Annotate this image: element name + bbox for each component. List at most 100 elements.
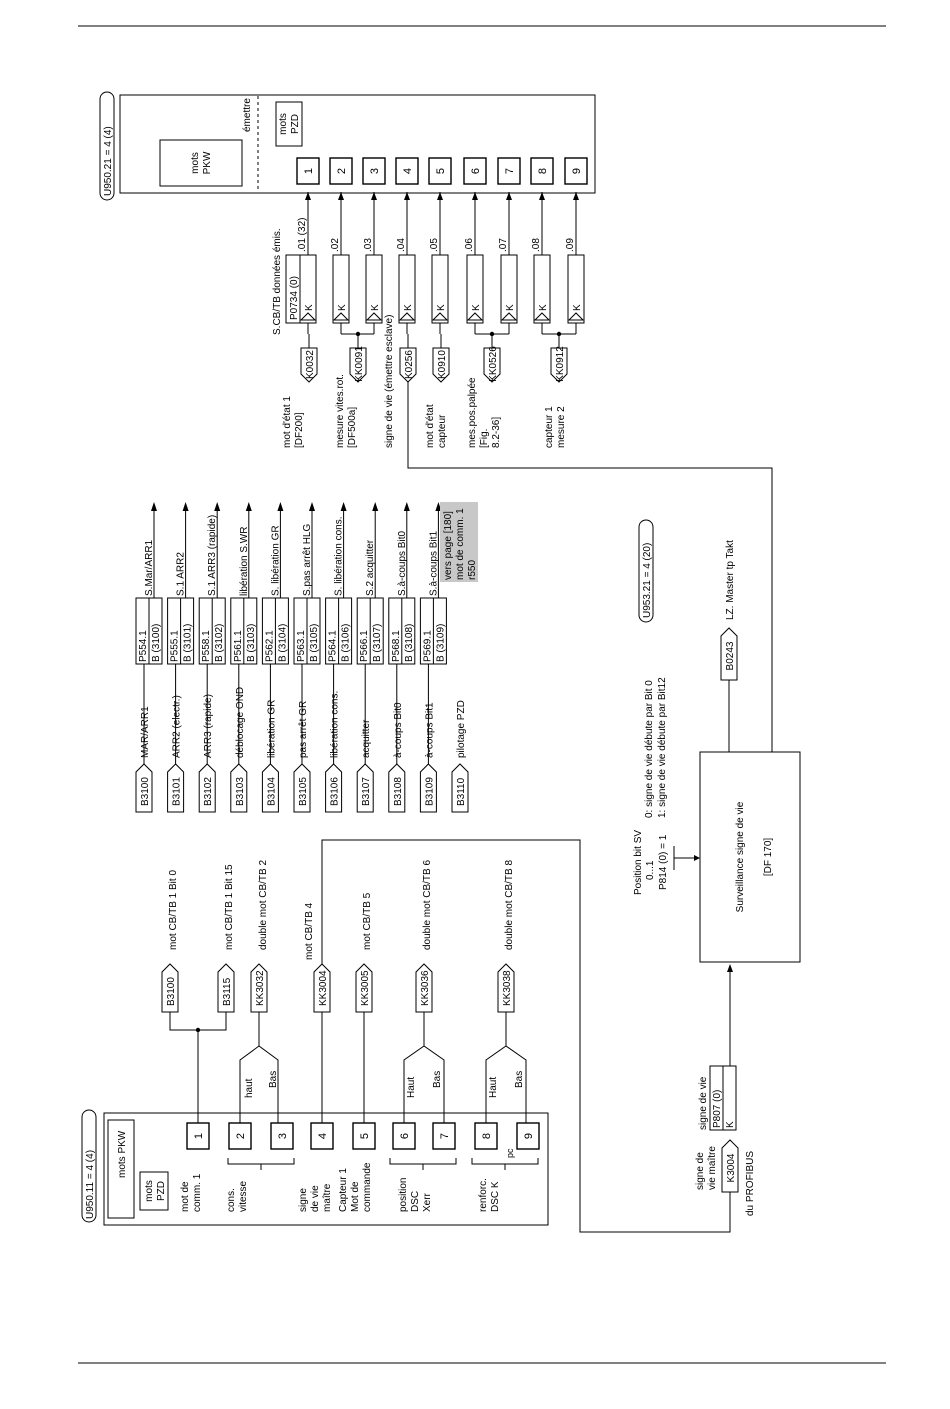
rx-desc-KK3038: double mot CB/TB 8 xyxy=(504,860,515,950)
tx-index-5: .05 xyxy=(429,238,440,252)
bit-name-B3107: acquitter xyxy=(361,719,372,758)
receive-pzd-1: mots xyxy=(144,1180,155,1202)
bit-src-label-B3103: B3103 xyxy=(235,777,246,806)
bit-out-B3100: S.Mar/ARR1 xyxy=(144,539,155,596)
split-bas-1: Bas xyxy=(268,1071,279,1088)
bit-out-B3109: S.à-coups Bit1 xyxy=(428,531,439,596)
rx-conn-KK3005 xyxy=(355,963,373,1013)
bit-src-B3102 xyxy=(198,763,216,813)
rx-desc-KK3036: double mot CB/TB 6 xyxy=(422,860,433,950)
tx-index-3: .03 xyxy=(363,238,374,252)
bits-note-2: mot de comm. 1 xyxy=(455,508,466,580)
transmit-title: U950.21 = 4 (4) xyxy=(103,126,114,196)
surveillance-ref: [DF 170] xyxy=(763,838,774,877)
split-bas-3: Bas xyxy=(514,1071,525,1088)
bit-src-label-B3101: B3101 xyxy=(172,777,183,806)
rx-conn-KK3036 xyxy=(415,963,433,1013)
tx-slot-num-9: 9 xyxy=(571,168,583,174)
rx-slot-num-3: 3 xyxy=(277,1133,289,1139)
split-haut-3: Haut xyxy=(488,1077,499,1098)
tx-header: S.CB/TB données émis. xyxy=(272,228,283,335)
tx-slot-num-2: 2 xyxy=(336,168,348,174)
bit-name-B3100: MAR/ARR1 xyxy=(140,706,151,758)
sol-src-label-2: vie maître xyxy=(707,1146,718,1190)
bit-out-B3105: S.pas arrêt HLG xyxy=(302,524,313,596)
bit-name-B3106: libération cons. xyxy=(330,691,341,758)
sol-param: P807 (0) xyxy=(712,1090,723,1128)
tx-src-desc-KK0091-1: [DF500a] xyxy=(347,407,358,448)
tx-k-4: K xyxy=(403,304,414,311)
sol-k: K xyxy=(725,1121,736,1128)
tx-k-8: K xyxy=(538,304,549,311)
rx-group-3-2: commande xyxy=(362,1162,373,1212)
bit-src-B3108 xyxy=(388,763,406,813)
rx-slot-9 xyxy=(516,1122,540,1150)
bit-src-label-B3100: B3100 xyxy=(140,777,151,806)
tx-k-7: K xyxy=(505,304,516,311)
bit-name-B3104: libération GR xyxy=(266,700,277,758)
tx-slot-num-6: 6 xyxy=(470,168,482,174)
tx-src-desc-K0032-1: [DF200] xyxy=(294,412,305,448)
tx-slot-num-4: 4 xyxy=(402,168,414,174)
rx-conn-label-B3100: B3100 xyxy=(166,977,177,1006)
rx-group-1-1: vitesse xyxy=(238,1180,249,1212)
rx-group-2-2: maître xyxy=(322,1183,333,1212)
tx-slot-5 xyxy=(428,157,452,185)
rx-group-5-1: DSC K xyxy=(490,1181,501,1212)
tx-src-KK0912-shape xyxy=(550,347,568,383)
tx-slot-2 xyxy=(329,157,353,185)
bit-src-B3100 xyxy=(135,763,153,813)
tx-slot-9 xyxy=(564,157,588,185)
bit-src-B3104 xyxy=(261,763,279,813)
sol-src-id: K3004 xyxy=(726,1153,737,1182)
sign-of-life-input: signe de vie P807 (0) K K3004 signe de v… xyxy=(695,964,756,1216)
rx-desc-KK3005: mot CB/TB 5 xyxy=(362,892,373,950)
bit-param-B3102: P558.1 xyxy=(201,630,212,662)
u953-title: U953.21 = 4 (20) xyxy=(642,543,653,618)
rx-group-1-0: cons. xyxy=(226,1188,237,1212)
rx-group-4-0: position xyxy=(398,1178,409,1212)
bit-name-B3110: pilotage PZD xyxy=(456,700,467,758)
rx-conn-KK3032 xyxy=(250,963,268,1013)
rx-slot-num-8: 8 xyxy=(481,1133,493,1139)
rx-conn-label-KK3005: KK3005 xyxy=(360,970,371,1006)
split-haut-1: haut xyxy=(244,1078,255,1098)
bit-src-label-B3106: B3106 xyxy=(330,777,341,806)
bit-bb-B3108: B (3108) xyxy=(404,624,415,662)
bit-name-B3108: à-coups Bit0 xyxy=(393,702,404,758)
tx-src-KK0526-label: KK0526 xyxy=(488,346,499,382)
bit-name-B3103: déblocage OND xyxy=(235,687,246,758)
bit-src-label-B3105: B3105 xyxy=(298,777,309,806)
transmit-pzd-2: PZD xyxy=(290,114,301,134)
bit-name-B3109: à-coups Bit1 xyxy=(424,702,435,758)
bit-param-B3109: P569.1 xyxy=(422,630,433,662)
bit-out-B3103: libération S.WR xyxy=(239,527,250,596)
transmit-pzd-1: mots xyxy=(278,113,289,135)
bits-note-1: vers page [180] xyxy=(443,511,454,580)
bit-src-B3106 xyxy=(325,763,343,813)
receive-title: U950.11 = 4 (4) xyxy=(85,1150,96,1219)
tx-src-desc-K0910-1: capteur xyxy=(437,414,448,448)
tx-index-1: .01 (32) xyxy=(297,218,308,252)
transmit-wiring: S.CB/TB données émis.P0734 (0)K.01 (32)K… xyxy=(272,192,585,448)
rx-slot-num-5: 5 xyxy=(359,1133,371,1139)
receive-pzd-2: PZD xyxy=(156,1181,167,1201)
tx-src-KK0091-label: KK0091 xyxy=(354,346,365,382)
bit-name-B3101: ARR2 (electr.) xyxy=(172,695,183,758)
tx-index-8: .08 xyxy=(531,238,542,252)
rx-conn-label-KK3004: KK3004 xyxy=(318,970,329,1006)
tx-index-7: .07 xyxy=(498,238,509,252)
tx-slot-num-5: 5 xyxy=(435,168,447,174)
split-haut-2: Haut xyxy=(406,1077,417,1098)
rx-conn-KK3004 xyxy=(313,963,331,1013)
tx-src-desc-KK0526-2: 8.2-36] xyxy=(491,417,502,448)
sol-src-label-1: signe de xyxy=(695,1152,706,1190)
tx-k-5: K xyxy=(436,304,447,311)
bit-src-label-B3109: B3109 xyxy=(424,777,435,806)
rx-conn-label-B3115: B3115 xyxy=(222,977,233,1006)
bit-out-B3102: S.1 ARR3 (rapide) xyxy=(207,515,218,596)
tx-slot-1 xyxy=(296,157,320,185)
tx-src-K0256-label: K0256 xyxy=(404,350,415,379)
rx-conn-KK3038 xyxy=(497,963,515,1013)
